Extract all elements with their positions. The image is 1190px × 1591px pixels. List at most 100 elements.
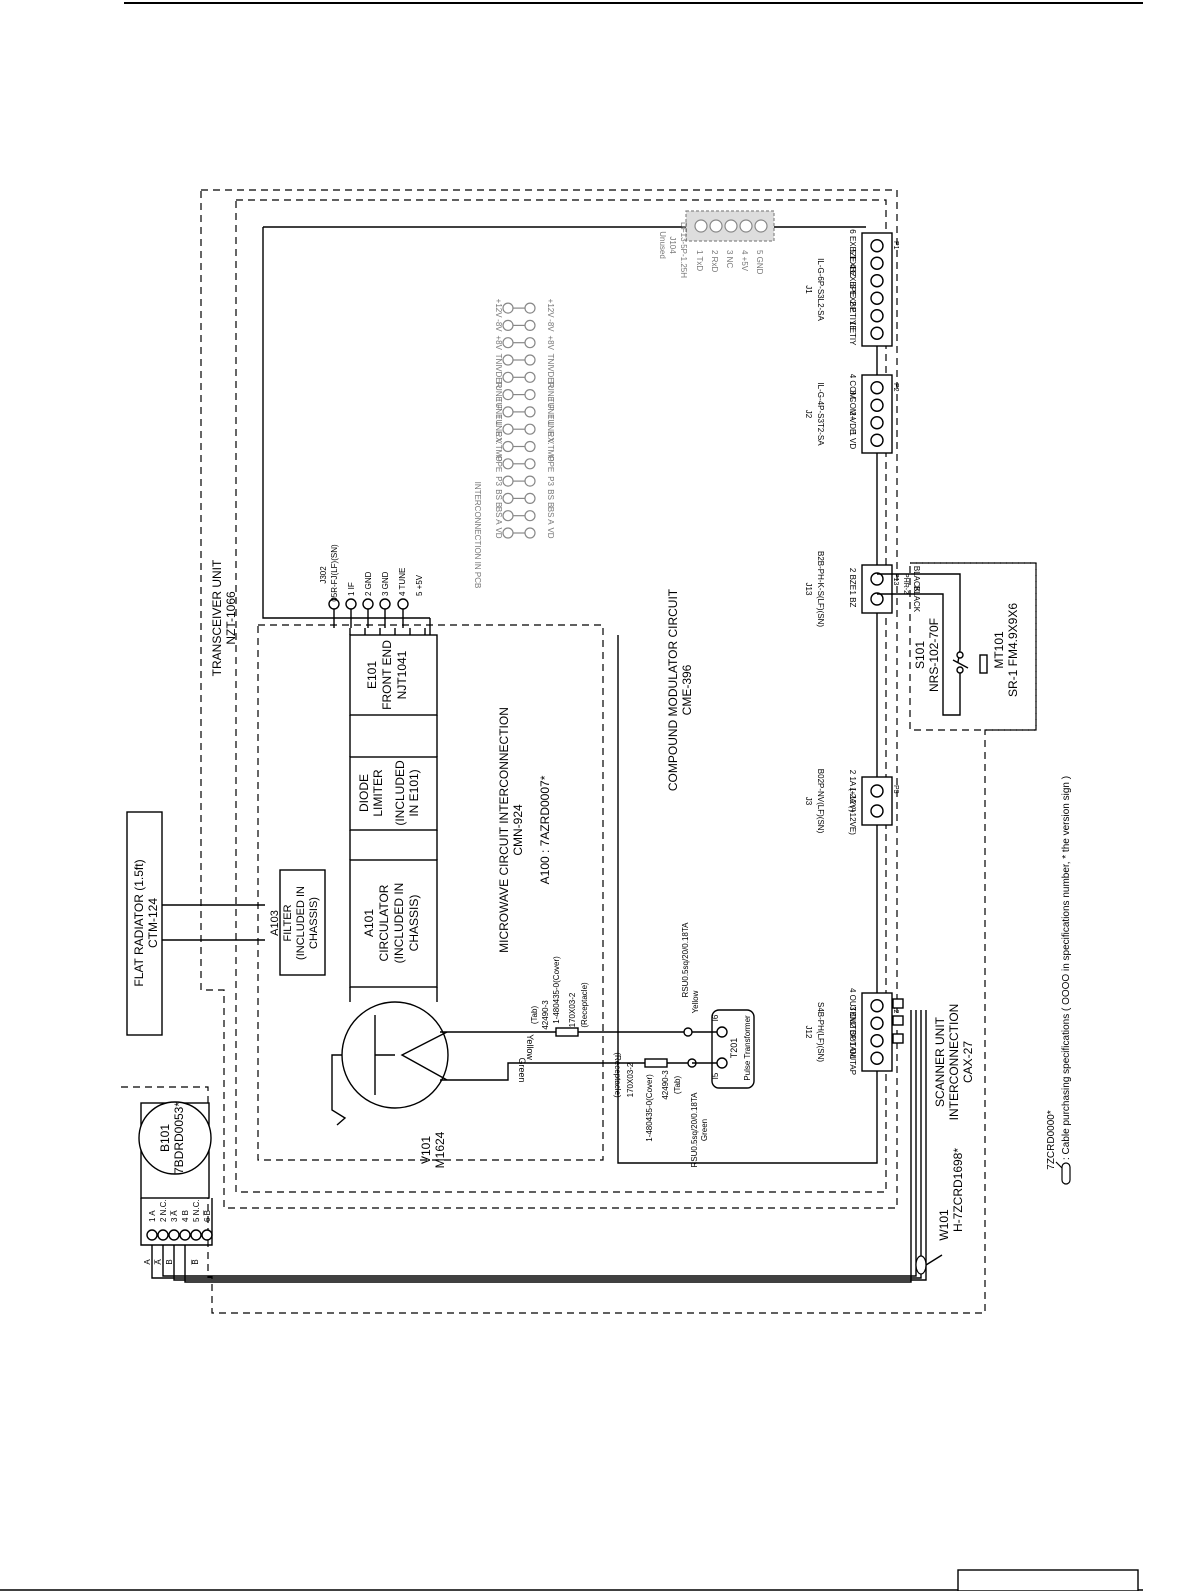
rsu-yellow-crimp	[683, 1027, 693, 1037]
j12-connector-ref: J12	[804, 1026, 813, 1039]
j1-connector-pin-label: 5 EXBZ	[848, 249, 857, 277]
mt101-magnet	[979, 654, 988, 674]
w101-wire-label-a: A	[143, 1259, 152, 1265]
pcb-signal-label-left: TNI	[494, 354, 503, 367]
transceiver-unit-model: NZT-1066	[224, 591, 238, 645]
limiter-line4: IN E101)	[407, 769, 421, 816]
j302-pin-4: 4 TUNE	[398, 568, 407, 596]
v101-internal	[374, 1015, 448, 1095]
e101-name: FRONT END	[380, 640, 394, 710]
transceiver-unit-title: TRANSCEIVER UNIT	[210, 559, 224, 676]
pcb-signal-label-right: +12V	[546, 299, 555, 319]
a101-line2: (INCLUDED IN	[392, 883, 406, 964]
rsu-green-label: RSU0.5sq/20/0.18TA	[690, 1092, 699, 1168]
pcb-signal-label-left: RX.TMP	[494, 431, 503, 461]
j13-connector-pin-label: 2 BZE	[848, 568, 857, 590]
flat-radiator-title: FLAT RADIATOR (1.5ft)	[132, 859, 146, 986]
j104-pins	[694, 219, 768, 233]
j302-pin-2: 2 GND	[364, 571, 373, 596]
green-terminal	[644, 1058, 668, 1068]
j12-wire-ends	[892, 998, 904, 1044]
t-top-1: (Tab)	[530, 1006, 539, 1025]
limiter-waveguide	[349, 715, 438, 860]
v101-ref: V101	[419, 1136, 433, 1164]
j302-ref: J302	[319, 566, 328, 584]
s101-ref: S101	[913, 641, 927, 669]
a101-line3: CHASSIS)	[407, 895, 421, 952]
pcb-signal-label-right: +8V	[546, 335, 555, 350]
scanner-switch-boundary	[909, 562, 1037, 731]
b101-pin-3: 3 A̅	[170, 1210, 179, 1222]
t-top-5: (Receptacle)	[580, 982, 589, 1028]
pcb-signal-label-left: BS A	[494, 507, 503, 525]
compound-modulator-boundary	[235, 199, 887, 1193]
j2-connector-pin-label: 2 VDE	[848, 411, 857, 434]
v101-green-lead	[440, 1062, 645, 1081]
w101-leader	[925, 1254, 943, 1266]
j2-connector-ref: J2	[804, 410, 813, 419]
pcb-signal-label-left: BS B	[494, 489, 503, 507]
s101-contact-1	[956, 651, 964, 659]
v101-model: M1624	[433, 1131, 447, 1168]
e101-front-end-box	[349, 634, 438, 716]
legend-note: : Cable purchasing specifications ( OOOO…	[1061, 776, 1072, 1160]
t-top-3: 1-480435-0(Cover)	[552, 956, 561, 1024]
j302-pin-1: 1 IF	[347, 582, 356, 596]
j104-pin-3: 3 NC	[725, 250, 734, 268]
flat-radiator-model: CTM-124	[146, 898, 160, 948]
pcb-signal-label-left: TUNE F	[494, 380, 503, 409]
mt101-model: SR-1 FM4.9X9X6	[1006, 603, 1020, 697]
t201-pin2-label: I5	[711, 1072, 720, 1079]
pcb-signal-label-right: BS A	[546, 507, 555, 525]
j3-connector-pin-label: 2 1A (+12V)	[848, 770, 857, 813]
j104-pin-5: 5 GND	[755, 250, 764, 275]
j13-black-wire-2	[877, 593, 944, 670]
cme396-board-outline	[617, 290, 878, 1164]
t201-pin-i6	[716, 1026, 728, 1038]
j1-connector-ref: J1	[804, 285, 813, 294]
j104-pin-4: 4 +5V	[740, 250, 749, 272]
cable-legend-icon	[1055, 1161, 1071, 1185]
j2-connector-pin-label: 4 COM-	[848, 374, 857, 402]
pcb-signal-label-left: TUNE L	[494, 398, 503, 427]
b101-pin-4: 4 B	[181, 1210, 190, 1222]
pcb-signal-label-left: +8V	[494, 335, 503, 350]
j302-pin-3: 3 GND	[381, 571, 390, 596]
j104-status: Unused	[658, 231, 667, 259]
microwave-circuit-model: CMN-924	[511, 804, 525, 856]
s101-contact-2	[956, 666, 964, 674]
scanner-unit-title: SCANNER UNIT	[933, 1016, 947, 1107]
pcb-signal-label-left: -8V	[494, 319, 503, 332]
pcb-signal-label-right: VD	[546, 527, 555, 538]
j302-connector	[328, 598, 409, 628]
transceiver-unit-boundary	[200, 189, 898, 1209]
black-label-1: BLACK	[912, 566, 921, 593]
j13-connector-type: B2B-PH-K-S(LF)(SN)	[816, 551, 825, 627]
pcb-signal-row: +12V+12V	[494, 299, 555, 319]
j13-connector-ref: J13	[804, 583, 813, 596]
b101-pins	[140, 1198, 213, 1246]
j2-connector-type: IL-G-4P-S3T2-SA	[816, 382, 825, 446]
b101-model: 7BDRD0053*	[172, 1102, 186, 1174]
a103-line1: FILTER	[282, 904, 294, 941]
j104-pin-1: 1 TxD	[695, 250, 704, 271]
j104-type: DF13-5P-1.25H	[679, 222, 688, 278]
j104-pin-2: 2 RxD	[710, 250, 719, 272]
pcb-signal-label-left: OPE	[494, 455, 503, 472]
b101-pin-5: 5 N.C.	[192, 1199, 201, 1222]
pcb-signal-label-right: OPE	[546, 455, 555, 472]
w101-wire-label-bbar: B̅	[191, 1259, 200, 1265]
a103-ref: A103	[269, 910, 281, 936]
s101-model: NRS-102-70F	[927, 618, 941, 692]
w101-model: H-7ZCRD1698*	[951, 1148, 965, 1232]
t-top-2: 42490-3	[541, 1000, 550, 1030]
pcb-interconnection-title: INTERCONNECTION IN PCB	[473, 482, 482, 589]
